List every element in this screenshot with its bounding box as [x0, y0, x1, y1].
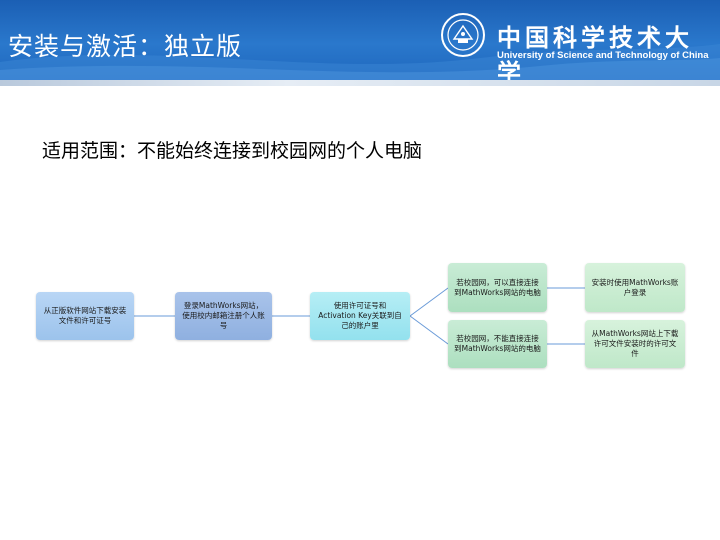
flow-step-associate: 使用许可证号和Activation Key关联到自己的账户里: [310, 292, 410, 340]
flow-branch-online: 若校园网，可以直接连接到MathWorks网站的电脑: [448, 263, 547, 312]
flow-result-login: 安装时使用MathWorks账户登录: [585, 263, 685, 312]
flow-step-register: 登录MathWorks网站，使用校内邮箱注册个人账号: [175, 292, 272, 340]
connector-3-bottom: [409, 315, 449, 345]
flow-branch-offline: 若校园网，不能直接连接到MathWorks网站的电脑: [448, 320, 547, 368]
scope-heading: 适用范围：不能始终连接到校园网的个人电脑: [42, 140, 423, 162]
university-name-cn: 中国科学技术大学: [497, 23, 693, 80]
header-wave-decoration: [0, 44, 720, 80]
university-seal-icon: [441, 13, 485, 57]
flow-step-download: 从正版软件网站下载安装文件和许可证号: [36, 292, 134, 340]
flow-result-license-file: 从MathWorks网站上下载许可文件安装时的许可文件: [585, 320, 685, 368]
slide-header: 安装与激活：独立版 中国科学技术大学 University of Science…: [0, 0, 720, 80]
header-bottom-band: [0, 80, 720, 86]
slide-title: 安装与激活：独立版: [8, 32, 243, 61]
connector-3-top: [409, 287, 449, 317]
university-name-en: University of Science and Technology of …: [497, 50, 709, 61]
